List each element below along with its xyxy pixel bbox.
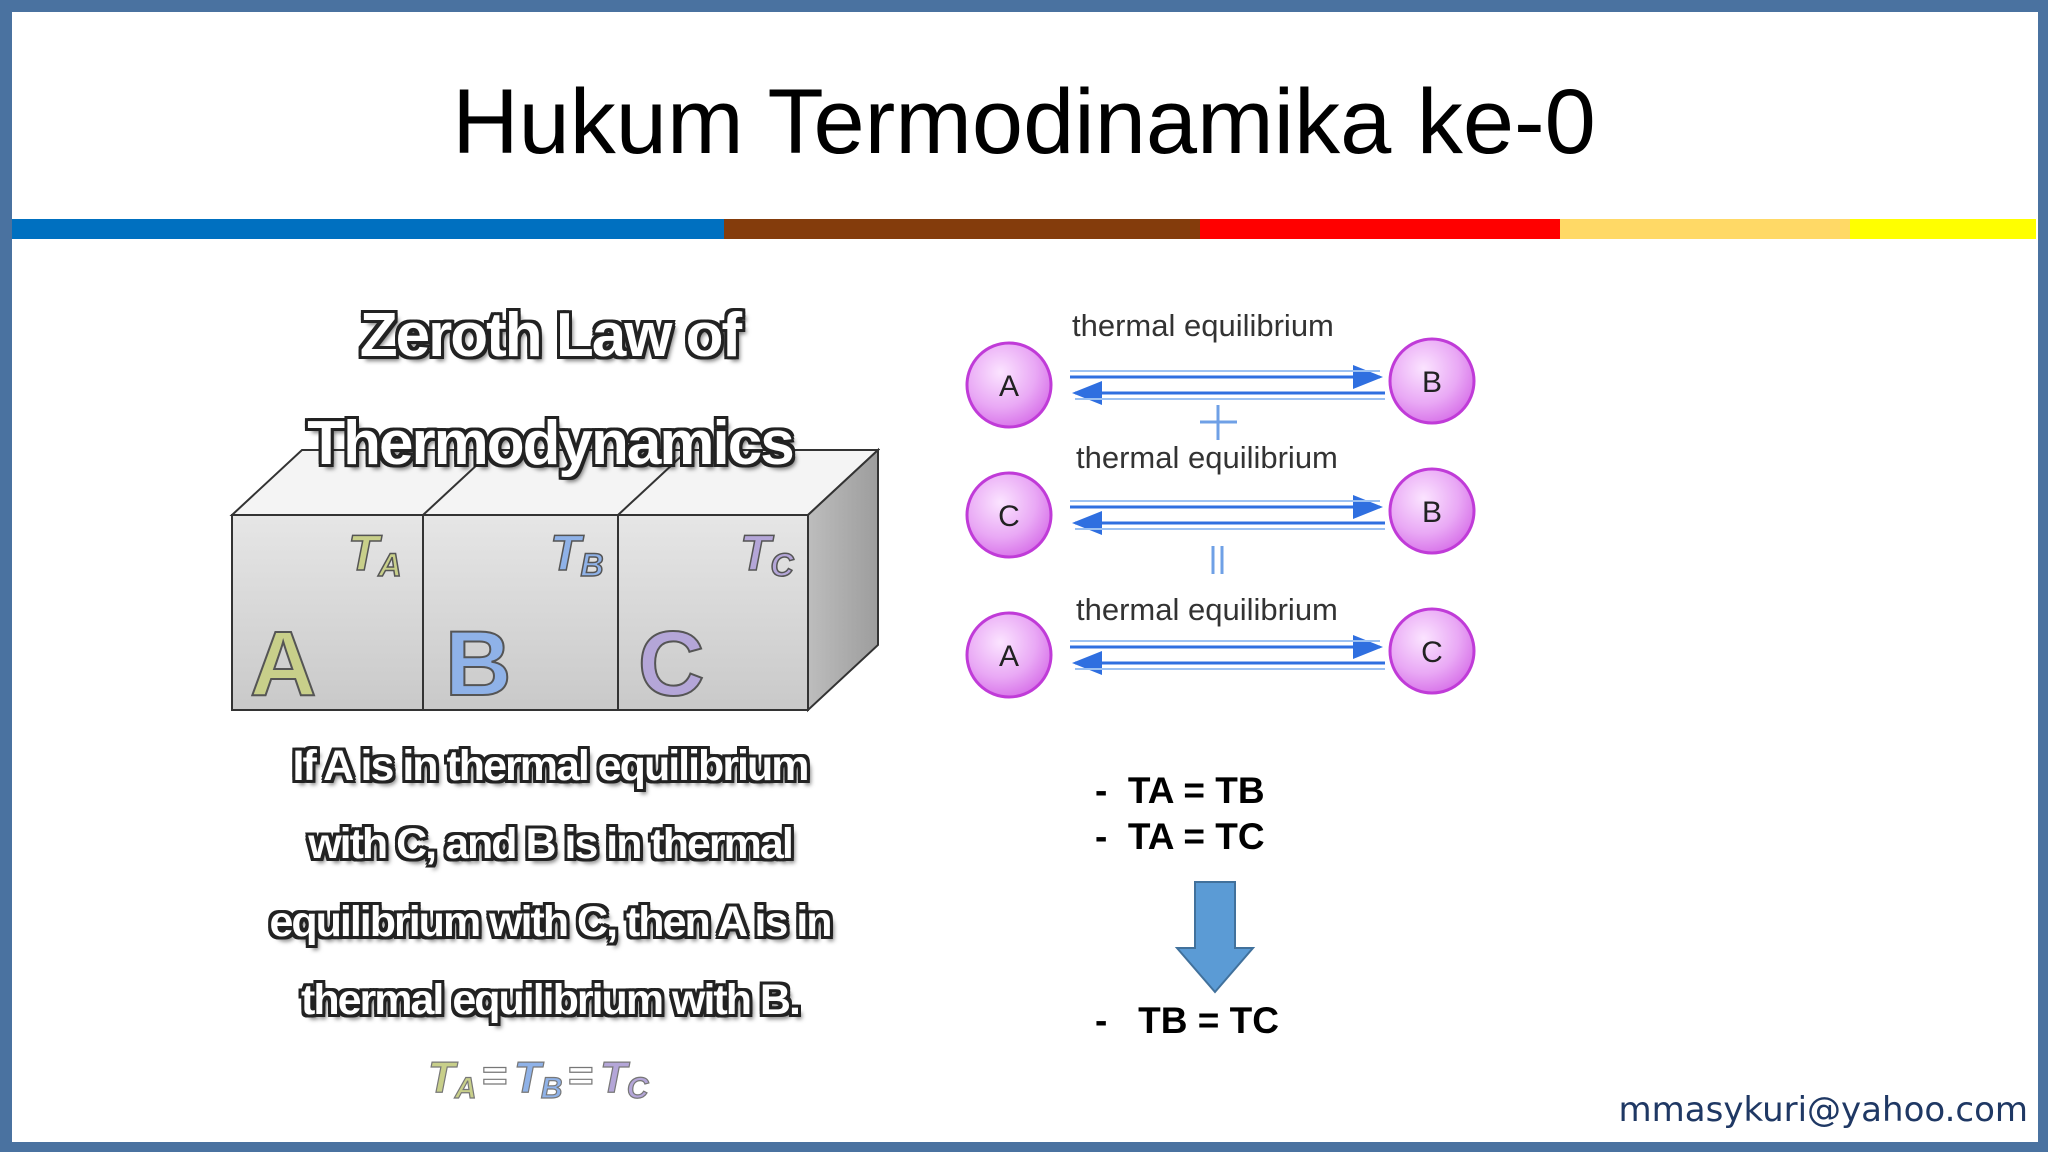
row2-left-letter: C — [998, 500, 1020, 533]
down-arrow-icon — [1174, 881, 1256, 994]
box-c-letter: C — [638, 613, 704, 715]
color-bar-red — [1200, 219, 1560, 239]
row1-right-letter: B — [1422, 366, 1442, 399]
row2-ball-left — [965, 471, 1053, 559]
equation-line-2: - TA = TC — [1095, 816, 1265, 857]
row1-left-letter: A — [999, 370, 1019, 403]
box-a-letter: A — [250, 613, 316, 715]
row3-left-letter: A — [999, 640, 1019, 673]
row2-ball-right — [1388, 467, 1476, 555]
description-line-3: equilibrium with C, then A is in — [269, 898, 832, 946]
description-line-4: thermal equilibrium with B. — [301, 976, 801, 1024]
row1-ball-right — [1388, 337, 1476, 425]
box-b-temp: TB — [550, 525, 604, 583]
row1-ball-left — [965, 341, 1053, 429]
row3-right-letter: C — [1421, 636, 1443, 669]
box-c-face — [617, 514, 809, 711]
slide-title: Hukum Termodinamika ke-0 — [452, 71, 1596, 173]
eq-tb: TB — [514, 1053, 563, 1105]
color-bar-brown — [724, 219, 1200, 239]
eq-equals-2: = — [568, 1051, 594, 1100]
row2-right-letter: B — [1422, 496, 1442, 529]
eq-ta: TA — [428, 1053, 477, 1105]
box-c-temp: TC — [740, 525, 795, 583]
zeroth-law-figure: TA TB TC A B C Zeroth Law of Thermodynam… — [220, 290, 880, 1110]
cube-boxes: TA TB TC A B C — [229, 447, 880, 716]
row2-label: thermal equilibrium — [1076, 440, 1338, 475]
box-a-face — [231, 514, 424, 711]
temperature-equation: TA = TB = TC — [427, 1050, 650, 1105]
color-bar-blue — [12, 219, 724, 239]
box-a-temp: TA — [348, 525, 402, 583]
row1-label: thermal equilibrium — [1072, 308, 1334, 343]
equation-result: - TB = TC — [1095, 1000, 1279, 1041]
author-email: mmasykuri@yahoo.com — [1618, 1090, 2028, 1130]
color-bar-yellow — [1850, 219, 2036, 239]
box-b-face — [422, 514, 619, 711]
eq-equals-1: = — [482, 1051, 508, 1100]
row3-label: thermal equilibrium — [1076, 592, 1338, 627]
color-bar-light-yellow — [1560, 219, 1850, 239]
description-line-1: If A is in thermal equilibrium — [292, 742, 810, 790]
description-line-2: with C, and B is in thermal — [308, 820, 794, 868]
figure-heading-line2: Thermodynamics — [307, 409, 794, 478]
row3-ball-right — [1388, 607, 1476, 695]
eq-tc: TC — [600, 1053, 650, 1105]
row3-ball-left — [965, 611, 1053, 699]
equation-line-1: - TA = TB — [1095, 770, 1265, 811]
equilibrium-diagram: A B C B A C — [965, 337, 1476, 699]
figure-heading-line1: Zeroth Law of — [359, 301, 742, 370]
box-b-letter: B — [445, 613, 511, 715]
